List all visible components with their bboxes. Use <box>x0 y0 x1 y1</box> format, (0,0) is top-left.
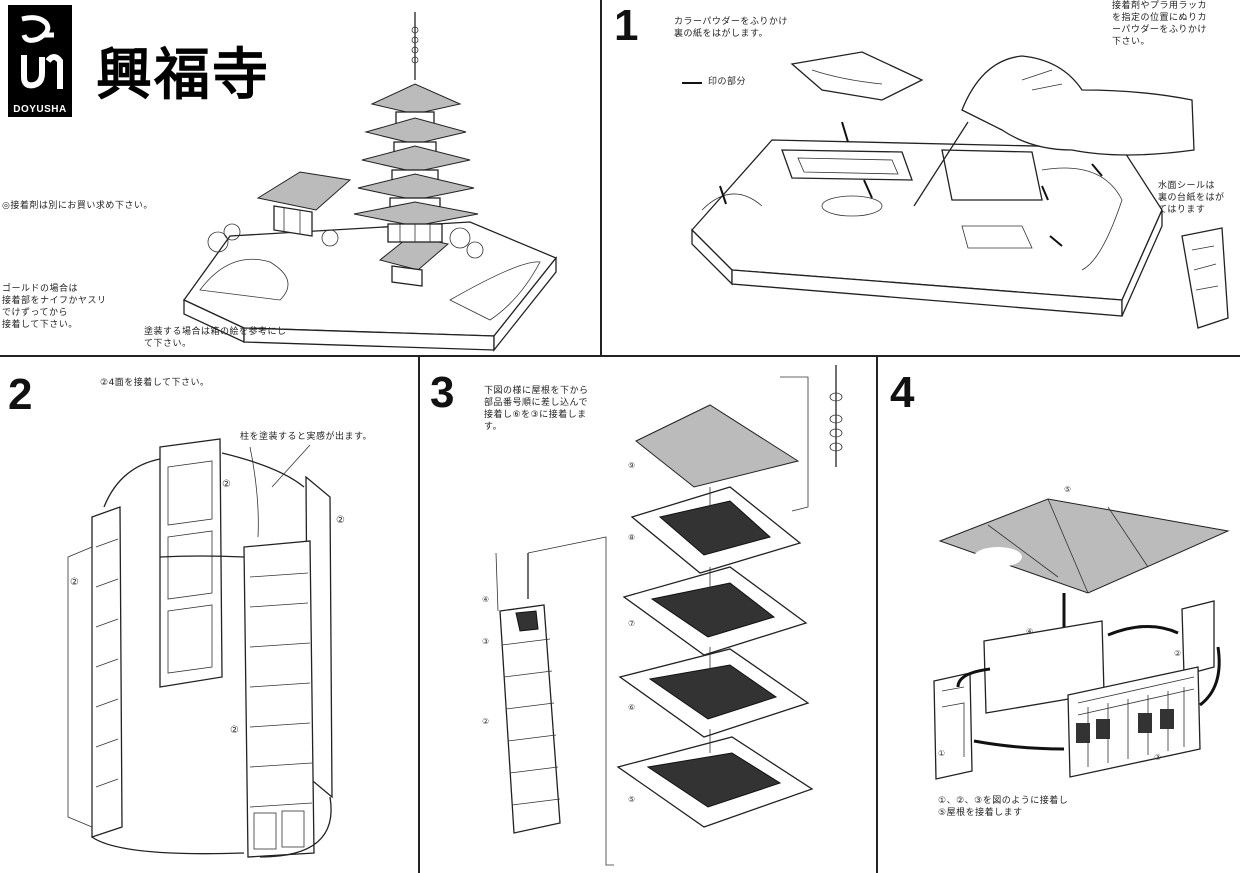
step-3-illustration <box>495 365 843 866</box>
panel-divider-bottom-left <box>418 356 420 873</box>
part-label-front: ② <box>230 725 239 736</box>
step-number-4: 4 <box>890 368 915 417</box>
logo-text: DOYUSHA <box>13 104 67 115</box>
step-2-callout: 柱を塗装すると実感が出ます。 <box>240 432 373 442</box>
gold-note: ゴールドの場合は 接着部をナイフかヤスリ でけずってから 接着して下さい。 <box>2 284 107 330</box>
panel-divider-bottom-right <box>876 356 878 873</box>
step-2-illustration: ② ② ② ② <box>67 438 345 858</box>
part-label-roof: ⑤ <box>1064 485 1072 494</box>
part-label-back: ② <box>222 479 231 490</box>
step-number-1: 1 <box>614 1 639 50</box>
part-label-2: ② <box>482 717 490 726</box>
part-label-7: ⑦ <box>628 619 636 628</box>
step-2-note: ②4面を接着して下さい。 <box>100 378 210 388</box>
part-label-left: ② <box>70 577 79 588</box>
step-4-note: ①、②、③を図のように接着し ⑤屋根を接着します <box>938 796 1069 818</box>
step-1-right-note: 接着剤やプラ用ラッカ を指定の位置にぬりカ ーパウダーをふりかけ 下さい。 <box>1112 1 1208 47</box>
step-4-illustration <box>933 498 1230 780</box>
part-label-back-wall: ④ <box>1026 627 1034 636</box>
adhesive-note: ◎接着剤は別にお買い求め下さい。 <box>2 201 153 211</box>
panel-divider-horizontal <box>0 355 1240 357</box>
part-label-4: ④ <box>482 595 490 604</box>
step-2-panel: 2 ②4面を接着して下さい。 柱を塗装すると実感が出ます。 ② ② ② ② <box>0 357 418 873</box>
legend-arrow-icon <box>682 82 702 84</box>
part-label-5: ⑤ <box>628 795 636 804</box>
step-3-note: 下図の様に屋根を下から 部品番号順に差し込んで 接着し⑥を③に接着しま す。 <box>484 386 589 432</box>
panel-divider-top <box>600 0 602 356</box>
diorama-illustration <box>183 12 558 352</box>
step-1-note: カラーパウダーをふりかけ 裏の紙をはがします。 <box>674 17 788 39</box>
step-1-illustration <box>691 51 1229 329</box>
water-sticker-note: 水面シールは 裏の台紙をはが てはります <box>1158 181 1225 215</box>
logo-mark <box>21 15 63 89</box>
step-number-2: 2 <box>8 370 33 419</box>
doyusha-logo: DOYUSHA <box>8 5 72 117</box>
part-label-front-wall: ③ <box>1154 753 1162 762</box>
part-label-8: ⑧ <box>628 533 636 542</box>
part-label-left-wall: ① <box>938 749 946 758</box>
step-3-panel: 3 下図の様に屋根を下から 部品番号順に差し込んで 接着し⑥を③に接着しま す。… <box>420 357 876 873</box>
part-label-3: ③ <box>482 637 490 646</box>
paint-note: 塗装する場合は箱の絵を参考にし て下さい。 <box>144 327 287 349</box>
step-4-panel: 4 ①、②、③を図のように接着し ⑤屋根を接着します ⑤ ④ ① ② ③ <box>878 357 1240 873</box>
page-title: 興福寺 <box>96 42 270 108</box>
part-label-9: ⑨ <box>628 461 636 470</box>
step-1-panel: 1 カラーパウダーをふりかけ 裏の紙をはがします。 印の部分 接着剤やプラ用ラッ… <box>602 0 1240 355</box>
part-label-right: ② <box>336 515 345 526</box>
step-1-legend: 印の部分 <box>708 77 747 87</box>
part-label-6: ⑥ <box>628 703 636 712</box>
intro-panel: DOYUSHA 興福寺 <box>0 0 600 355</box>
part-label-right-wall: ② <box>1174 649 1182 658</box>
step-number-3: 3 <box>430 368 455 417</box>
